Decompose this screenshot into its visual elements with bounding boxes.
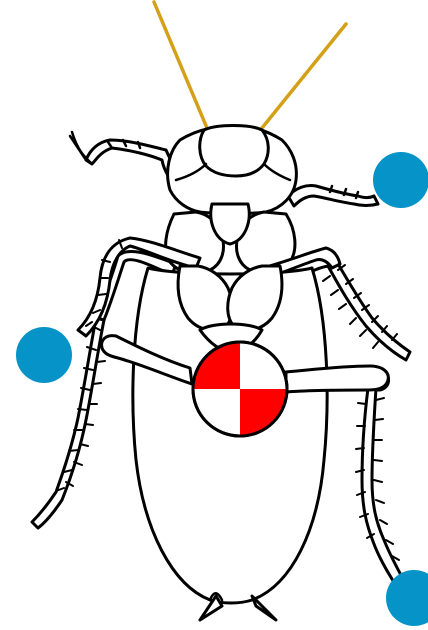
center-of-mass-icon xyxy=(193,342,287,436)
right-front-leg xyxy=(288,185,378,206)
right-hind-tibia xyxy=(362,388,408,592)
antennae xyxy=(154,2,346,128)
right-front-foot-marker xyxy=(373,152,428,208)
left-antenna xyxy=(154,2,207,128)
right-hind-femur xyxy=(286,366,388,392)
right-cercus xyxy=(252,596,276,620)
right-antenna xyxy=(262,24,346,128)
left-middle-foot-marker xyxy=(16,327,72,383)
head xyxy=(200,126,269,177)
